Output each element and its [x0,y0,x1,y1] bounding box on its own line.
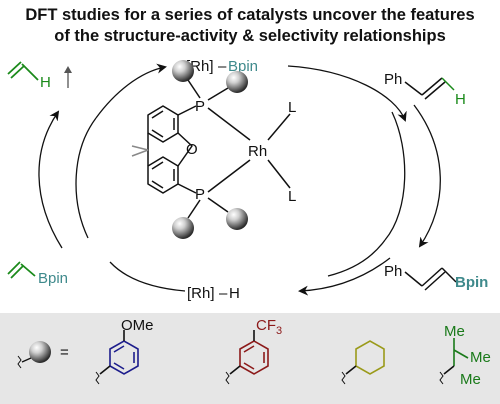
catalytic-cycle [38,63,441,296]
rh-xantphos-catalyst [131,79,291,219]
cycle-arrow-top-right [287,65,407,122]
svg-text:L: L [288,188,296,205]
legend-sphere-key: = [17,341,69,369]
rh-bpin-complex: [Rh] – Bpin [186,58,258,75]
svg-text:Rh: Rh [248,143,267,160]
cycle-arrow-bottom-right [298,257,391,296]
vinyl-bpin-byproduct: Bpin [7,261,68,287]
sphere-substituent [172,60,194,82]
legend-tert-butyl [439,338,469,385]
legend-anisyl [95,330,139,385]
ethylene-product: H [7,61,72,91]
legend-cf3-label: CF3 [256,317,282,337]
cycle-arrow-outer-left [38,110,63,249]
legend-cyclohexyl [341,340,385,385]
sphere-substituent [226,71,248,93]
catalyst-labels: P P O Rh L L [186,98,296,205]
styrene-substrate: Ph H [384,71,466,108]
rh-hydride-complex: [Rh] – H [187,285,240,302]
cycle-arrow-outer-right [413,104,441,248]
svg-text:Ph: Ph [384,71,402,88]
svg-text:Bpin: Bpin [455,274,488,291]
vinylboronate-product: Ph Bpin [384,263,488,291]
svg-text:=: = [60,344,69,361]
svg-text:[Rh]: [Rh] [187,285,215,302]
svg-text:Ph: Ph [384,263,402,280]
svg-text:H: H [455,91,466,108]
svg-text:P: P [195,186,205,203]
svg-text:P: P [195,98,205,115]
svg-text:Bpin: Bpin [228,58,258,75]
legend-ome-label: OMe [121,317,154,334]
legend-me-top: Me [444,323,465,340]
svg-text:H: H [229,285,240,302]
title-line-2: of the structure-activity & selectivity … [54,27,446,45]
sphere-substituent [172,217,194,239]
svg-text:–: – [219,285,228,302]
legend-me-bottom: Me [460,371,481,388]
sphere-substituent [226,208,248,230]
cycle-arrow-bottom-left [109,261,186,292]
svg-text:O: O [186,141,198,158]
svg-text:Bpin: Bpin [38,270,68,287]
legend-cf3-aryl [225,330,269,385]
title-line-1: DFT studies for a series of catalysts un… [25,6,474,24]
svg-text:H: H [40,74,51,91]
svg-text:–: – [218,58,227,75]
legend-me-right: Me [470,349,491,366]
svg-text:L: L [288,99,296,116]
cycle-arrow-left [75,117,97,239]
legend-panel [0,313,500,404]
cycle-arrow-left-up [95,63,167,119]
phosphine-substituent-spheres [172,60,248,239]
cycle-arrow-right [384,111,406,241]
cycle-arrow-right-down [327,239,386,277]
